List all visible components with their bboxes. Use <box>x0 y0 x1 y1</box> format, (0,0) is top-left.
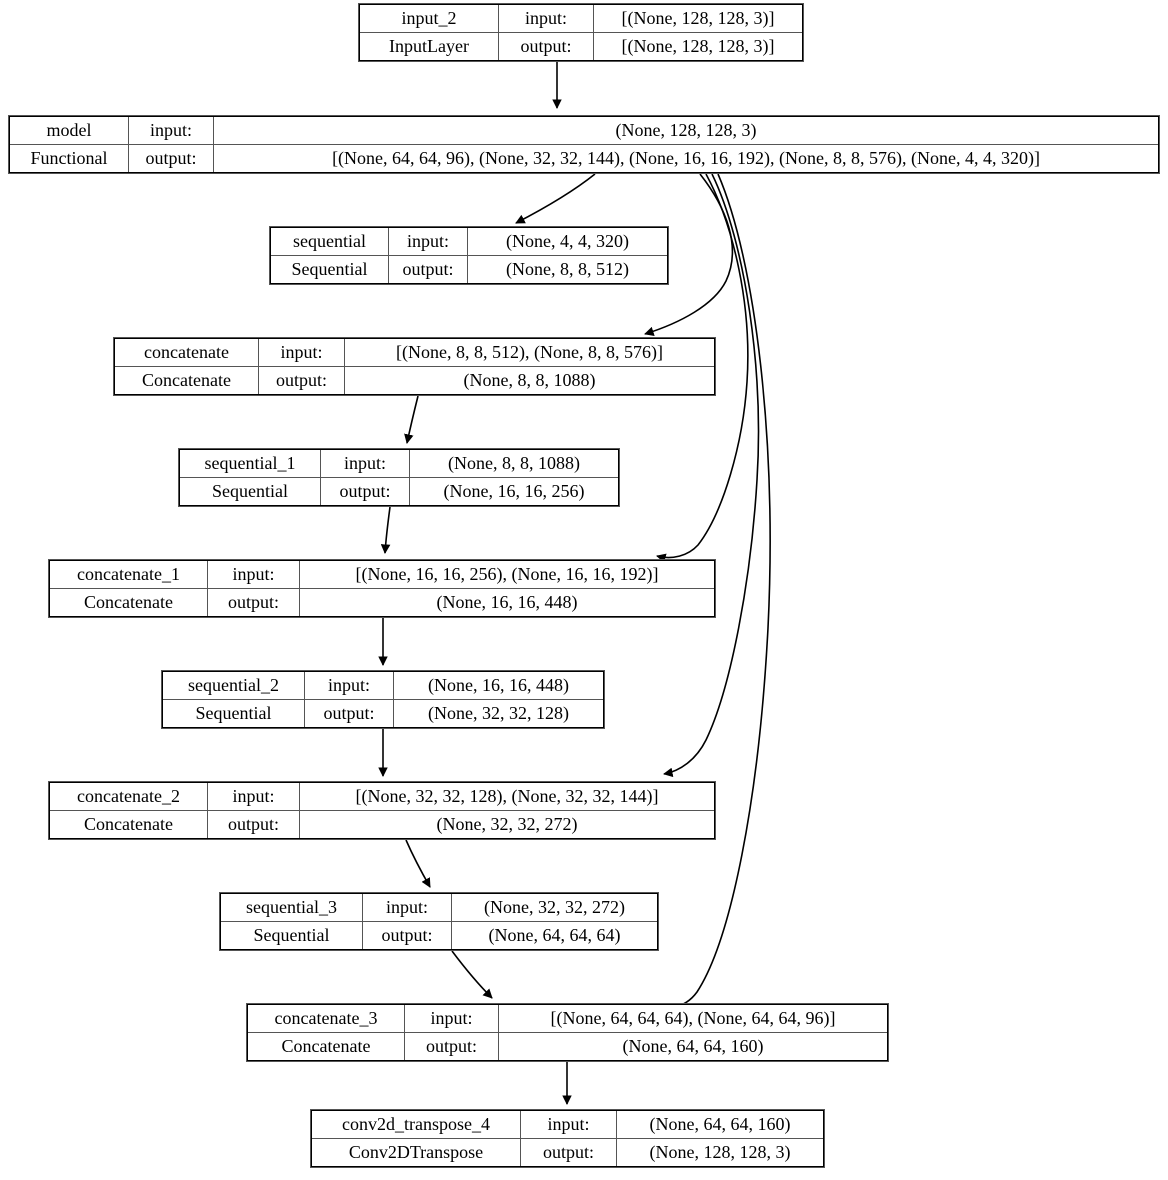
layer-class: Sequential <box>163 699 305 727</box>
layer-class: Sequential <box>271 255 389 283</box>
output-shape: (None, 8, 8, 1088) <box>463 370 596 391</box>
output-shape: (None, 64, 64, 64) <box>488 925 621 946</box>
edge-concatenate_2-to-sequential_3 <box>405 839 431 888</box>
layer-class: Functional <box>10 144 129 172</box>
input-row-label: input: <box>305 672 394 700</box>
layer-name: concatenate_1 <box>50 561 208 589</box>
edge-model-to-concatenate_2 <box>663 173 760 778</box>
input-row-label: input: <box>363 894 452 922</box>
layer-class: Conv2DTranspose <box>312 1138 521 1166</box>
layer-name: conv2d_transpose_4 <box>312 1111 521 1139</box>
input-row-label: input: <box>259 339 345 367</box>
output-row-label: output: <box>389 255 468 283</box>
output-row-label: output: <box>305 699 394 727</box>
layer-name: sequential_2 <box>163 672 305 700</box>
input-row-label: input: <box>208 783 300 811</box>
layer-class: Concatenate <box>115 366 259 394</box>
input-shape: (None, 8, 8, 1088) <box>410 450 618 478</box>
input-shape: [(None, 128, 128, 3)] <box>594 5 802 33</box>
output-shape: (None, 64, 64, 160) <box>622 1036 764 1057</box>
layer-class: Sequential <box>180 477 321 505</box>
output-shape: (None, 32, 32, 128) <box>428 703 569 724</box>
input-shape: [(None, 8, 8, 512), (None, 8, 8, 576)] <box>345 339 714 367</box>
output-row-label: output: <box>521 1138 617 1166</box>
input-shape: [(None, 32, 32, 128), (None, 32, 32, 144… <box>300 783 714 811</box>
edge-concatenate-to-sequential_1 <box>404 395 419 444</box>
layer-class: Concatenate <box>50 810 208 838</box>
output-row-label: output: <box>129 144 214 172</box>
input-shape: [(None, 16, 16, 256), (None, 16, 16, 192… <box>300 561 714 589</box>
output-shape: (None, 16, 16, 256) <box>443 481 585 502</box>
input-row-label: input: <box>321 450 410 478</box>
input-shape: (None, 4, 4, 320) <box>468 228 667 256</box>
layer-class: InputLayer <box>360 32 499 60</box>
edge-model-to-sequential <box>515 173 596 224</box>
input-row-label: input: <box>389 228 468 256</box>
input-shape: [(None, 64, 64, 64), (None, 64, 64, 96)] <box>499 1005 887 1033</box>
output-shape: (None, 32, 32, 272) <box>436 814 578 835</box>
edge-sequential_1-to-concatenate_1 <box>380 506 391 554</box>
input-row-label: input: <box>129 117 214 145</box>
input-row-label: input: <box>521 1111 617 1139</box>
output-shape: (None, 16, 16, 448) <box>436 592 578 613</box>
layer-class: Concatenate <box>50 588 208 616</box>
layer-name: sequential_1 <box>180 450 321 478</box>
edge-sequential_3-to-concatenate_3 <box>451 950 493 999</box>
layer-name: sequential <box>271 228 389 256</box>
layer-name: concatenate_2 <box>50 783 208 811</box>
output-shape: (None, 128, 128, 3) <box>649 1142 791 1163</box>
layer-class: Concatenate <box>248 1032 405 1060</box>
output-row-label: output: <box>208 810 300 838</box>
layer-name: concatenate_3 <box>248 1005 405 1033</box>
layer-name: model <box>10 117 129 145</box>
input-shape: (None, 64, 64, 160) <box>617 1111 823 1139</box>
output-row-label: output: <box>259 366 345 394</box>
input-row-label: input: <box>208 561 300 589</box>
output-shape: (None, 8, 8, 512) <box>506 259 629 280</box>
input-shape: (None, 16, 16, 448) <box>394 672 603 700</box>
output-row-label: output: <box>321 477 410 505</box>
output-row-label: output: <box>405 1032 499 1060</box>
output-row-label: output: <box>363 921 452 949</box>
output-shape: [(None, 128, 128, 3)] <box>621 36 775 57</box>
layer-name: concatenate <box>115 339 259 367</box>
output-row-label: output: <box>208 588 300 616</box>
input-shape: (None, 32, 32, 272) <box>452 894 657 922</box>
input-row-label: input: <box>499 5 594 33</box>
output-row-label: output: <box>499 32 594 60</box>
input-row-label: input: <box>405 1005 499 1033</box>
layer-class: Sequential <box>221 921 363 949</box>
layer-name: input_2 <box>360 5 499 33</box>
output-shape: [(None, 64, 64, 96), (None, 32, 32, 144)… <box>332 148 1040 169</box>
input-shape: (None, 128, 128, 3) <box>214 117 1158 145</box>
layer-name: sequential_3 <box>221 894 363 922</box>
